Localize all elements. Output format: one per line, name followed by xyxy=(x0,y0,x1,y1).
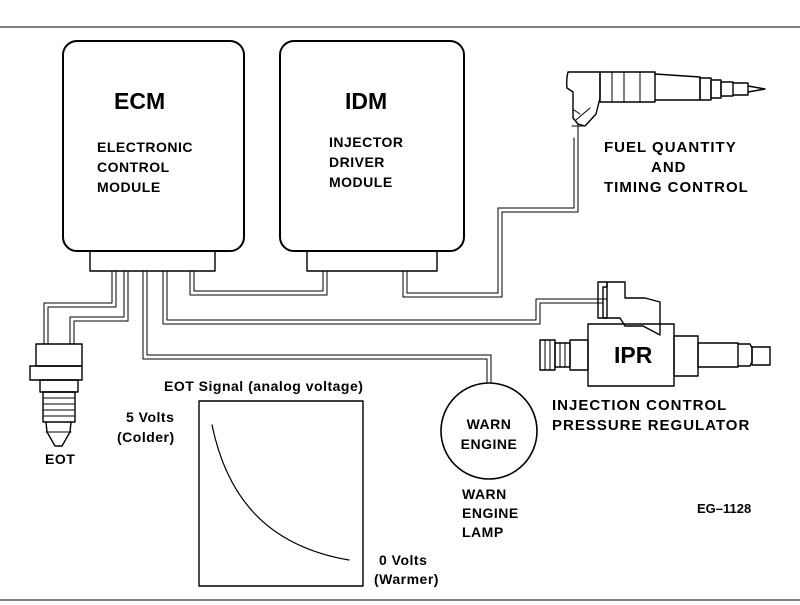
ipr-label-line-2: PRESSURE REGULATOR xyxy=(552,417,751,434)
eot-graph-top-label-1: 5 Volts xyxy=(126,409,175,425)
eot-label: EOT xyxy=(45,451,76,467)
idm-connector xyxy=(306,250,438,272)
eot-graph-title: EOT Signal (analog voltage) xyxy=(164,378,364,394)
idm-abbreviation: IDM xyxy=(345,88,388,114)
eot-graph-bottom-label-2: (Warmer) xyxy=(374,571,439,587)
warn-lamp-circle-text-1: WARN xyxy=(466,416,512,432)
injector-label-line-2: AND xyxy=(651,159,687,176)
eot-sensor-drawing xyxy=(29,343,83,447)
idm-name-line-2: DRIVER xyxy=(329,154,385,170)
ecm-abbreviation: ECM xyxy=(114,88,166,114)
eot-graph xyxy=(198,400,364,587)
eot-signal-curve xyxy=(211,424,350,561)
ipr-label-line-1: INJECTION CONTROL xyxy=(552,397,728,414)
warn-lamp-circle xyxy=(440,382,538,480)
injector-label-line-3: TIMING CONTROL xyxy=(604,179,749,196)
eot-graph-bottom-label-1: 0 Volts xyxy=(379,552,428,568)
ecm-name-line-1: ELECTRONIC xyxy=(97,139,193,155)
warn-lamp-label-1: WARN xyxy=(462,486,507,502)
ecm-name-line-2: CONTROL xyxy=(97,159,170,175)
warn-lamp-circle-text-2: ENGINE xyxy=(460,436,518,452)
idm-module xyxy=(279,40,465,272)
eot-graph-frame xyxy=(198,400,364,587)
ipr-drawing xyxy=(539,281,771,387)
ecm-module xyxy=(62,40,245,272)
figure-id: EG–1128 xyxy=(697,501,752,516)
injector-drawing xyxy=(565,71,766,139)
injector-label-line-1: FUEL QUANTITY xyxy=(604,139,737,156)
idm-name-line-1: INJECTOR xyxy=(329,134,404,150)
idm-name-line-3: MODULE xyxy=(329,174,393,190)
ipr-abbreviation: IPR xyxy=(614,342,653,368)
ecm-connector xyxy=(89,250,216,272)
ecm-name-line-3: MODULE xyxy=(97,179,161,195)
warn-lamp-label-2: ENGINE xyxy=(462,505,519,521)
warn-lamp-label-3: LAMP xyxy=(462,524,504,540)
eot-graph-top-label-2: (Colder) xyxy=(117,429,175,445)
